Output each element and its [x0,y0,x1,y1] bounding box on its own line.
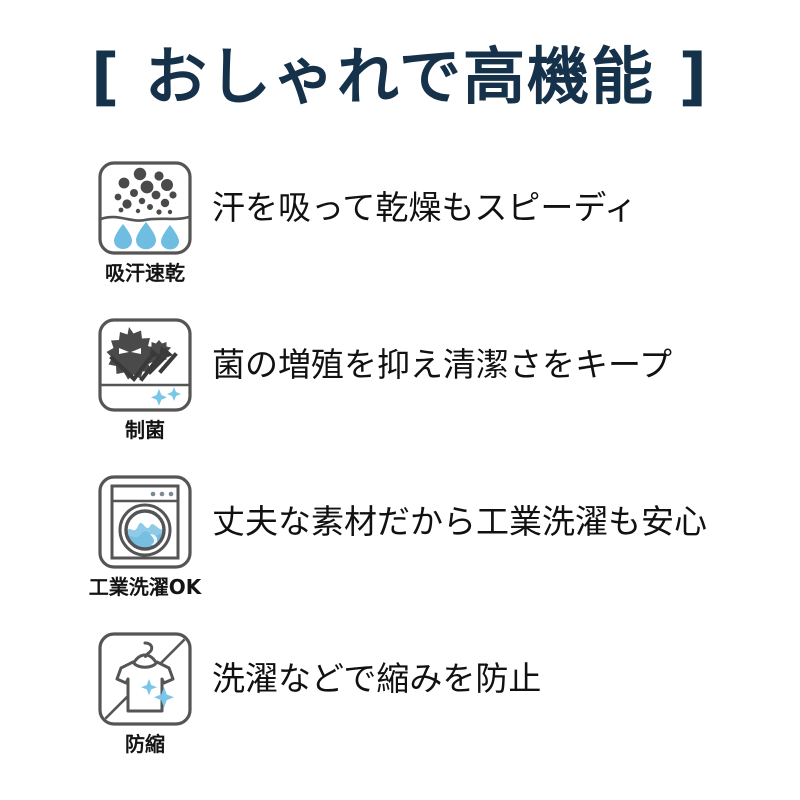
feature-caption: 吸汗速乾 [105,261,185,285]
feature-list: 吸汗速乾 汗を吸って乾燥もスピーディ [0,160,800,788]
page-title-text: [ おしゃれで高機能 ] [91,40,709,113]
feature-icon-column: 制菌 [70,317,220,442]
moisture-wicking-quick-dry-icon [97,160,193,256]
industrial-wash-ok-icon [97,474,193,570]
feature-description: 洗濯などで縮みを防止 [212,659,542,698]
feature-icon-column: 工業洗濯OK [70,474,220,599]
feature-icon-column: 吸汗速乾 [70,160,220,285]
sparkle-glyphs [141,679,174,708]
feature-description: 汗を吸って乾燥もスピーディ [212,188,638,227]
feature-icon-column: 防縮 [70,631,220,756]
feature-row: 工業洗濯OK 丈夫な素材だから工業洗濯も安心 [0,474,800,631]
feature-caption: 防縮 [125,732,165,756]
feature-caption: 工業洗濯OK [88,575,202,599]
sparkle-glyphs [151,387,181,406]
antibacterial-icon [97,317,193,413]
feature-description: 丈夫な素材だから工業洗濯も安心 [212,502,707,541]
feature-description: 菌の増殖を抑え清潔さをキープ [212,345,673,384]
anti-shrink-icon [97,631,193,727]
feature-row: 防縮 洗濯などで縮みを防止 [0,631,800,788]
page-title: [ おしゃれで高機能 ] [0,38,800,116]
feature-caption: 制菌 [125,418,165,442]
feature-row: 吸汗速乾 汗を吸って乾燥もスピーディ [0,160,800,317]
feature-row: 制菌 菌の増殖を抑え清潔さをキープ [0,317,800,474]
